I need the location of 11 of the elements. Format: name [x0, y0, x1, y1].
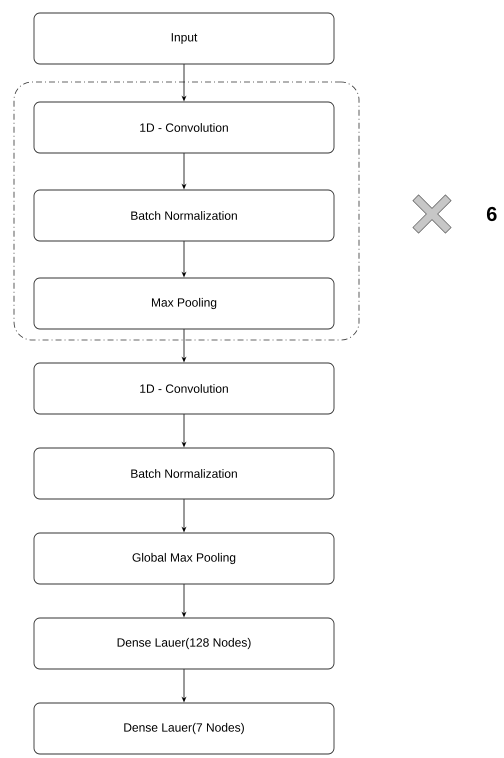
process-box: Max Pooling — [34, 278, 334, 330]
process-box: Dense Lauer(7 Nodes) — [34, 702, 334, 754]
process-box: Global Max Pooling — [34, 532, 334, 584]
process-box: Dense Lauer(128 Nodes) — [34, 618, 334, 670]
process-box: Batch Normalization — [34, 190, 334, 242]
repeat-count: 6 — [486, 206, 497, 222]
process-box: Batch Normalization — [34, 448, 334, 500]
process-box: 1D - Convolution — [34, 362, 334, 414]
process-box: Input — [34, 12, 334, 64]
process-box: 1D - Convolution — [34, 102, 334, 154]
group-frame — [14, 82, 360, 340]
